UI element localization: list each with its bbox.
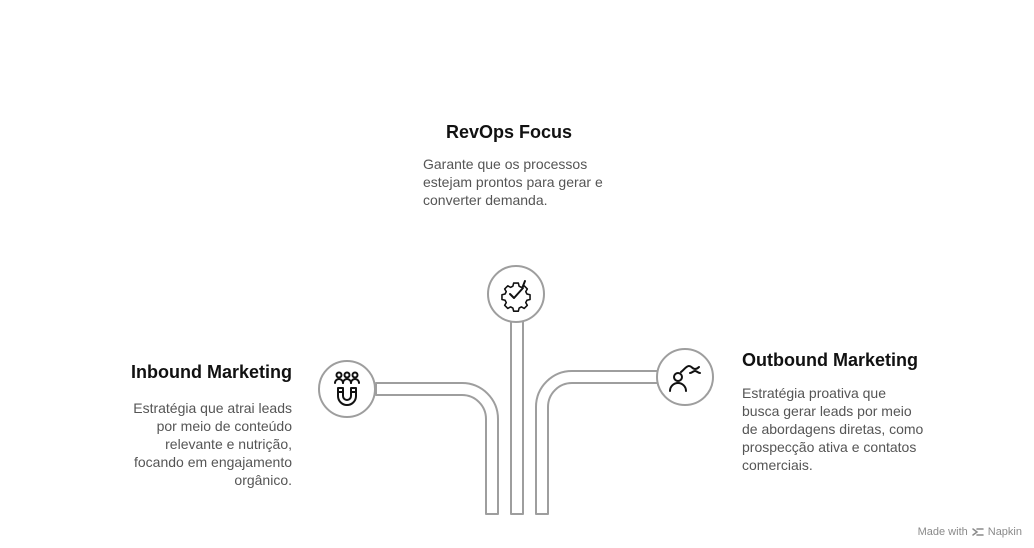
inbound-marketing-description: Estratégia que atrai leads por meio de c… [133,400,292,488]
outbound-marketing-description: Estratégia proativa que busca gerar lead… [742,385,924,473]
outbound-marketing-title: Outbound Marketing [742,350,918,370]
watermark-prefix: Made with [917,526,968,538]
person-reach-icon [669,365,701,392]
center-connector-pipe [510,319,524,515]
revops-focus-title: RevOps Focus [446,122,573,142]
left-connector-pipe [375,382,499,515]
watermark-brand: Napkin [987,526,1022,538]
revops-focus-badge [487,265,545,323]
napkin-logo-icon [972,528,984,536]
magnet-people-icon [334,371,360,406]
outbound-marketing-badge [656,348,714,406]
right-connector-pipe [535,370,659,515]
inbound-marketing-badge [318,360,376,418]
inbound-marketing-title: Inbound Marketing [131,362,292,382]
revops-focus-description: Garante que os processos estejam prontos… [423,156,603,208]
gear-check-icon [501,280,531,312]
made-with-napkin-watermark[interactable]: Made with Napkin [918,526,1022,538]
